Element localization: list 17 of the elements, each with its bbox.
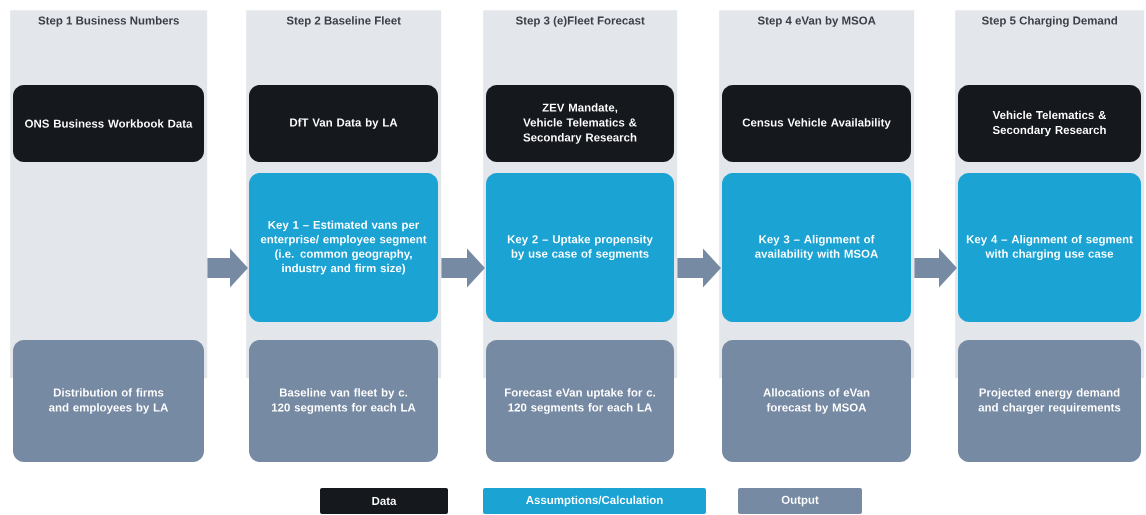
legend-item: Data [320, 488, 448, 514]
data-box: ONS Business Workbook Data [13, 85, 204, 162]
legend-item: Assumptions/Calculation [483, 488, 706, 514]
output-box: Distribution of firms and employees by LA [13, 340, 204, 462]
data-box: DfT Van Data by LA [249, 85, 438, 162]
output-box: Baseline van fleet by c. 120 segments for each LA [249, 340, 438, 462]
legend-item: Output [738, 488, 862, 514]
output-box: Allocations of eVan forecast by MSOA [722, 340, 911, 462]
data-box: Census Vehicle Availability [722, 85, 911, 162]
output-box: Projected energy demand and charger requirements [958, 340, 1141, 462]
data-box: Vehicle Telematics & Secondary Research [958, 85, 1141, 162]
data-box: ZEV Mandate, Vehicle Telematics & Secondary Research [486, 85, 674, 162]
calculation-box: Key 2 – Uptake propensity by use case of segments [486, 173, 674, 322]
output-box: Forecast eVan uptake for c. 120 segments for each LA [486, 340, 674, 462]
calculation-box: Key 3 – Alignment of availability with MSOA [722, 173, 911, 322]
calculation-box: Key 1 – Estimated vans per enterprise/ employee segment (i.e. common geography, industry and firm size) [249, 173, 438, 322]
calculation-box: Key 4 – Alignment of segment with charging use case [958, 173, 1141, 322]
